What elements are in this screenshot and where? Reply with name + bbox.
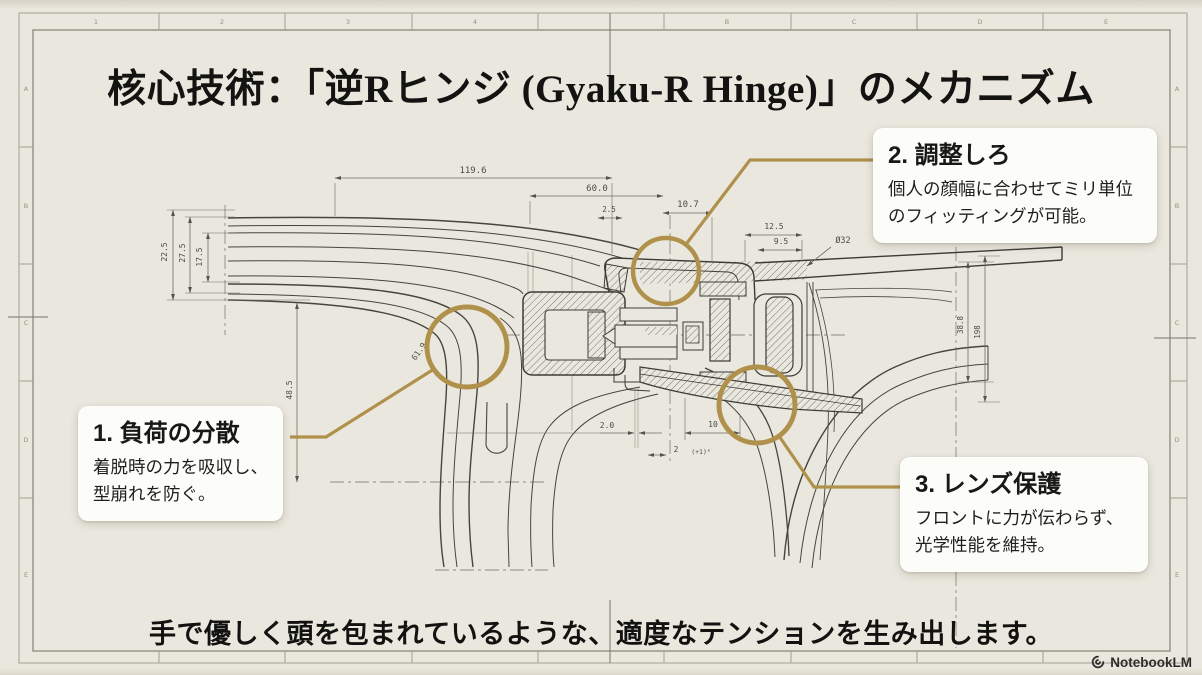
dim-label: 10 [708,420,718,429]
lens-frame-lines [691,282,989,569]
caption: 手で優しく頭を包まれているような、適度なテンションを生み出します。 [149,619,1053,649]
zone-label: E [1175,571,1179,579]
dim-label: 48.5 [285,380,294,399]
sheet-frame [8,12,1196,664]
dim-label: 2.0 [600,421,615,430]
highlight-circle-load [424,304,510,390]
zone-label: A [24,85,29,93]
zone-dividers [19,13,1187,663]
dimension-lines [167,176,1000,483]
callout-body-line: のフィッティングが可能。 [888,205,1097,226]
zone-label: 4 [473,18,477,26]
zone-label: B [725,18,729,26]
callout-card-lens-protection: 3. レンズ保護 フロントに力が伝わらず、 光学性能を維持。 [900,457,1148,573]
zone-label: B [24,202,28,210]
zone-label: D [977,18,982,26]
callout-card-adjustment: 2. 調整しろ 個人の顔幅に合わせてミリ単位 のフィッティングが可能。 [873,128,1157,244]
brand-name: NotebookLM [1110,654,1192,670]
zone-label: E [1104,18,1108,26]
dim-label: Ø32 [835,235,850,246]
zone-label: 3 [346,18,350,26]
dim-label: 60.0 [586,184,608,194]
dim-label: 10.7 [677,200,699,210]
connector-lens [777,435,903,489]
dim-label: 2.5 [602,205,616,214]
dim-label: 38.8 [956,315,965,334]
hinge-section [522,246,1063,414]
callout-title: 2. 調整しろ [888,142,1011,169]
zone-label: D [23,436,28,444]
callout-body-line: 型崩れを防ぐ。 [93,483,216,504]
dim-label: 27.5 [178,243,187,262]
center-marks [8,13,1196,663]
zone-label: E [24,571,28,579]
brand: NotebookLM [1090,654,1192,670]
highlight-annotations [290,158,903,489]
callout-body-line: 着脱時の力を吸収し、 [93,457,268,477]
callout-card-load-distribution: 1. 負荷の分散 着脱時の力を吸収し、 型崩れを防ぐ。 [78,406,283,522]
zone-labels: 1 2 3 4 B C D E A B C D E A B C D E [23,18,1179,579]
dim-label: 17.5 [195,247,204,266]
zone-label: B [1175,202,1179,210]
dim-label: 198 [973,325,982,339]
zone-label: D [1174,436,1179,444]
highlight-circle-adjustment [630,235,702,307]
dim-label: 9.5 [774,237,789,246]
connector-load [290,367,435,439]
connector-adjustment [685,158,876,244]
callout-title: 3. レンズ保護 [915,471,1062,498]
zone-label: C [24,319,29,327]
zone-label: C [1175,319,1180,327]
callout-body-line: フロントに力が伝わらず、 [915,508,1124,528]
dim-label: 2 [674,445,679,454]
dim-label: 12.5 [764,222,783,231]
dim-label: (+1)° [691,448,711,456]
callout-body-line: 個人の顔幅に合わせてミリ単位 [888,179,1133,199]
page-title: 核心技術：「逆Rヒンジ (Gyaku-R Hinge)」のメカニズム [107,68,1095,111]
dim-label: 119.6 [459,166,486,176]
callout-title: 1. 負荷の分散 [93,420,240,447]
zone-label: A [1175,85,1180,93]
zone-label: 1 [94,18,98,26]
notebooklm-icon [1092,655,1105,669]
dim-label: 22.5 [160,242,169,261]
zone-label: 2 [220,18,224,26]
zone-label: C [852,18,857,26]
highlight-circle-lens [716,364,798,446]
callout-body-line: 光学性能を維持。 [915,534,1055,555]
